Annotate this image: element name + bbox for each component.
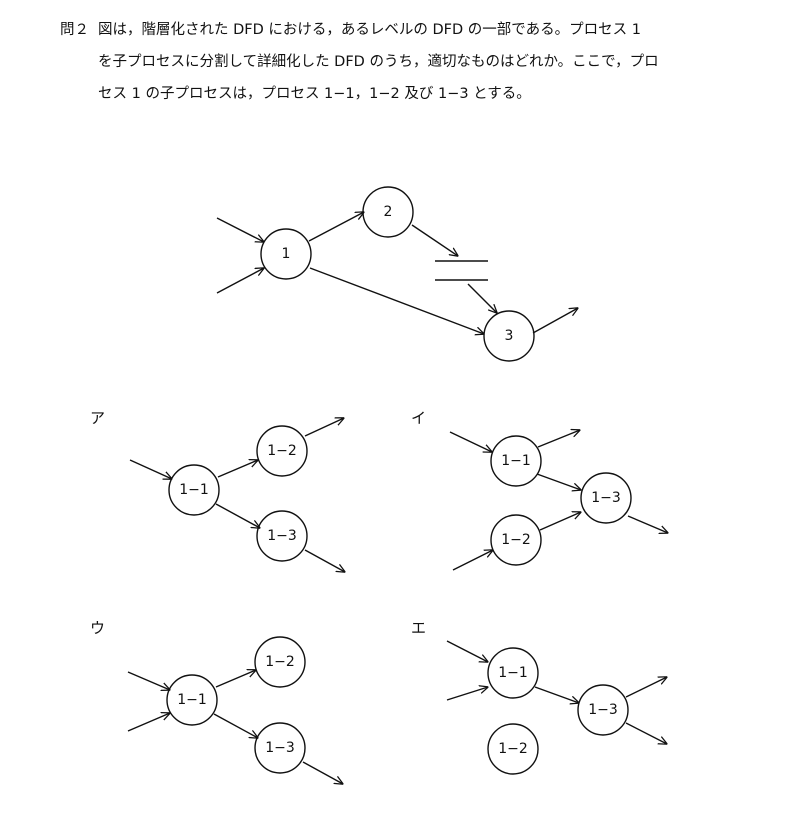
e-flow-in-1 xyxy=(446,640,488,662)
i-flow-out-11 xyxy=(537,430,580,448)
process-1-label: 1 xyxy=(282,246,291,262)
option-i-diagram[interactable] xyxy=(449,430,668,571)
u-process-1-2-label: 1−2 xyxy=(265,654,295,670)
a-flow-out-13 xyxy=(304,549,345,572)
u-process-1-2-circle xyxy=(254,636,306,688)
flow-in-1 xyxy=(216,217,264,242)
main-dfd xyxy=(216,186,578,362)
e-process-1-1-label: 1−1 xyxy=(498,665,528,681)
a-flow-in xyxy=(129,459,172,479)
process-3-circle xyxy=(483,310,535,362)
u-process-1-3-circle xyxy=(254,722,306,774)
process-1-circle xyxy=(260,228,312,280)
e-flow-out-13-down xyxy=(625,722,667,744)
i-flow-11-to-13 xyxy=(536,473,581,490)
a-process-1-1-circle xyxy=(168,464,220,516)
u-process-1-1-circle xyxy=(166,674,218,726)
flow-2-to-store xyxy=(411,224,458,256)
flow-out-3 xyxy=(532,308,578,334)
process-2-circle xyxy=(362,186,414,238)
flow-in-2 xyxy=(216,268,264,294)
a-flow-out-12 xyxy=(304,418,344,437)
e-process-1-2-circle xyxy=(487,723,539,775)
u-process-1-1-label: 1−1 xyxy=(177,692,207,708)
option-a-diagram[interactable] xyxy=(129,418,345,572)
u-process-1-3-label: 1−3 xyxy=(265,740,295,756)
flow-store-to-3 xyxy=(467,283,497,313)
a-process-1-1-label: 1−1 xyxy=(179,482,209,498)
i-flow-12-to-13 xyxy=(539,512,581,531)
u-flow-in-1 xyxy=(127,671,170,690)
option-u-label[interactable]: ウ xyxy=(90,619,105,637)
a-flow-11-to-12 xyxy=(217,460,258,478)
option-e-label[interactable]: エ xyxy=(411,619,426,637)
i-flow-out-13 xyxy=(627,515,668,533)
e-flow-out-13-up xyxy=(625,677,667,698)
i-process-1-2-label: 1−2 xyxy=(501,532,531,548)
e-process-1-2-label: 1−2 xyxy=(498,741,528,757)
u-flow-11-to-13 xyxy=(213,713,258,738)
process-2-label: 2 xyxy=(384,204,393,220)
option-u-diagram[interactable] xyxy=(127,636,343,784)
flow-1-to-2 xyxy=(308,212,364,242)
question-line-2: を子プロセスに分割して詳細化した DFD のうち，適切なものはどれか。ここで，プ… xyxy=(98,54,659,70)
i-process-1-1-label: 1−1 xyxy=(501,453,531,469)
e-process-1-1-circle xyxy=(487,647,539,699)
question-number: 問２ xyxy=(60,22,89,38)
i-process-1-2-circle xyxy=(490,514,542,566)
a-flow-11-to-13 xyxy=(215,503,260,528)
option-i-label[interactable]: イ xyxy=(411,409,426,427)
e-process-1-3-label: 1−3 xyxy=(588,702,618,718)
i-flow-in xyxy=(449,431,492,452)
e-flow-in-2 xyxy=(446,687,488,701)
process-3-label: 3 xyxy=(505,328,514,344)
u-flow-out-13 xyxy=(302,761,343,784)
question-line-3: セス 1 の子プロセスは，プロセス 1−1，1−2 及び 1−3 とする。 xyxy=(98,86,531,102)
i-process-1-3-label: 1−3 xyxy=(591,490,621,506)
e-process-1-3-circle xyxy=(577,684,629,736)
i-flow-in-12 xyxy=(452,550,493,571)
a-process-1-2-label: 1−2 xyxy=(267,443,297,459)
e-flow-11-to-13 xyxy=(534,686,579,703)
a-process-1-3-label: 1−3 xyxy=(267,528,297,544)
option-a-label[interactable]: ア xyxy=(90,409,105,427)
flow-1-to-3 xyxy=(309,267,484,334)
a-process-1-2-circle xyxy=(256,425,308,477)
option-e-diagram[interactable] xyxy=(446,640,667,775)
u-flow-11-to-12 xyxy=(215,670,256,688)
i-process-1-3-circle xyxy=(580,472,632,524)
u-flow-in-2 xyxy=(127,713,170,732)
i-process-1-1-circle xyxy=(490,435,542,487)
a-process-1-3-circle xyxy=(256,510,308,562)
